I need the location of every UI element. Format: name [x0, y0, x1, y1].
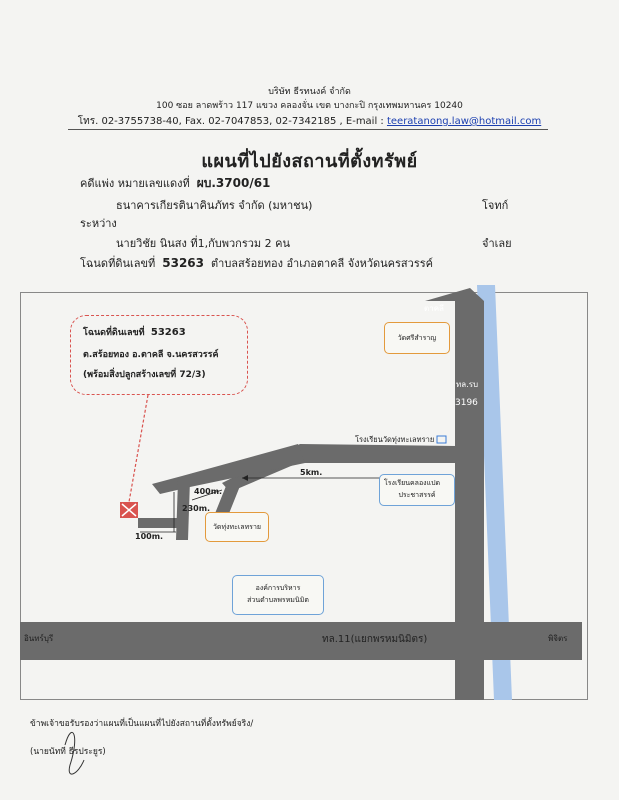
- signer-name: (นายนัทที ธีรประยูร): [30, 747, 106, 757]
- highway-3196-shadow: [477, 285, 512, 700]
- property-callout: โฉนดที่ดินเลขที่ 53263 ต.สร้อยทอง อ.ตาคล…: [70, 315, 248, 395]
- company-contact: โทร. 02-3755738-40, Fax. 02-7047853, 02-…: [0, 114, 619, 129]
- road-100m: [138, 518, 178, 528]
- case-label: คดีแพ่ง หมายเลขแดงที่: [80, 177, 190, 190]
- map-frame: [20, 292, 588, 700]
- dist-230m-label: 230m.: [182, 504, 211, 513]
- callout-line1: โฉนดที่ดินเลขที่ 53263: [83, 327, 186, 338]
- deed-row: โฉนดที่ดินเลขที่ 53263 ตำบลสร้อยทอง อำเภ…: [80, 254, 433, 272]
- defendant-role: จำเลย: [482, 237, 512, 250]
- road-connector-upper: [152, 444, 305, 494]
- deed-number: 53263: [162, 256, 204, 270]
- highway-3196-label: ทล.รบ: [456, 380, 479, 389]
- dist-400m-label: 400m.: [194, 487, 223, 496]
- temple-thungthale-box: วัดทุ่งทะเลทราย: [205, 512, 269, 542]
- callout-line2: ต.สร้อยทอง อ.ตาคลี จ.นครสวรรค์: [83, 350, 219, 360]
- certification-statement: ข้าพเจ้าขอรับรองว่าแผนที่เป็นแผนที่ไปยัง…: [30, 719, 254, 729]
- to-takhli-label: ตาคลี: [424, 304, 444, 313]
- to-inburi-label: อินทร์บุรี: [24, 634, 54, 643]
- callout-line3: (พร้อมสิ่งปลูกสร้างเลขที่ 72/3): [83, 370, 206, 380]
- highway-3196-number: 3196: [455, 398, 478, 408]
- dist-100m-label: 100m.: [135, 532, 164, 541]
- dist-5km-label: 5km.: [300, 468, 323, 477]
- deed-label: โฉนดที่ดินเลขที่: [80, 257, 156, 270]
- road-230m: [176, 480, 190, 540]
- tambon-org-box: องค์การบริหาร ส่วนตำบลพรหมนิมิต: [232, 575, 324, 615]
- school-marker-icon: [436, 435, 447, 444]
- email-link[interactable]: teeratanong.law@hotmail.com: [386, 116, 542, 127]
- highway-11-label: ทล.11(แยกพรหมนิมิตร): [322, 634, 428, 645]
- defendant: นายวิชัย นินสง ที่1,กับพวกรวม 2 คน: [116, 237, 291, 250]
- contact-text: โทร. 02-3755738-40, Fax. 02-7047853, 02-…: [77, 116, 387, 127]
- dim-400m-line: [191, 489, 223, 501]
- plaintiff-role: โจทก์: [482, 199, 509, 212]
- signature-icon: [64, 731, 85, 775]
- case-number: ผบ.3700/61: [196, 176, 271, 190]
- highway-3196-top: [405, 288, 484, 301]
- company-address: 100 ซอย ลาดพร้าว 117 แขวง คลองจั่น เขต บ…: [156, 101, 463, 111]
- company-name: บริษัท ธีรทนงค์ จำกัด: [268, 87, 351, 97]
- school-right-box: โรงเรียนคลองแปด ประชาสรรค์: [379, 474, 455, 506]
- plaintiff: ธนาคารเกียรตินาคินภัทร จำกัด (มหาชน): [116, 199, 313, 212]
- deed-location: ตำบลสร้อยทอง อำเภอตาคลี จังหวัดนครสวรรค์: [211, 257, 433, 270]
- school-top-label: โรงเรียนวัดทุ่งทะเลทราย: [355, 435, 435, 444]
- temple-sriburam-box: วัดศรีสำราญ: [384, 322, 450, 354]
- header-divider: [68, 129, 548, 130]
- to-phichit-label: พิจิตร: [548, 634, 568, 643]
- callout-pointer: [128, 394, 149, 503]
- case-number-row: คดีแพ่ง หมายเลขแดงที่ ผบ.3700/61: [80, 174, 270, 193]
- between-label: ระหว่าง: [80, 217, 117, 230]
- highway-3196-road: [455, 301, 484, 700]
- highway-11-road: [20, 622, 582, 660]
- page-title: แผนที่ไปยังสถานที่ตั้งทรัพย์: [201, 151, 418, 172]
